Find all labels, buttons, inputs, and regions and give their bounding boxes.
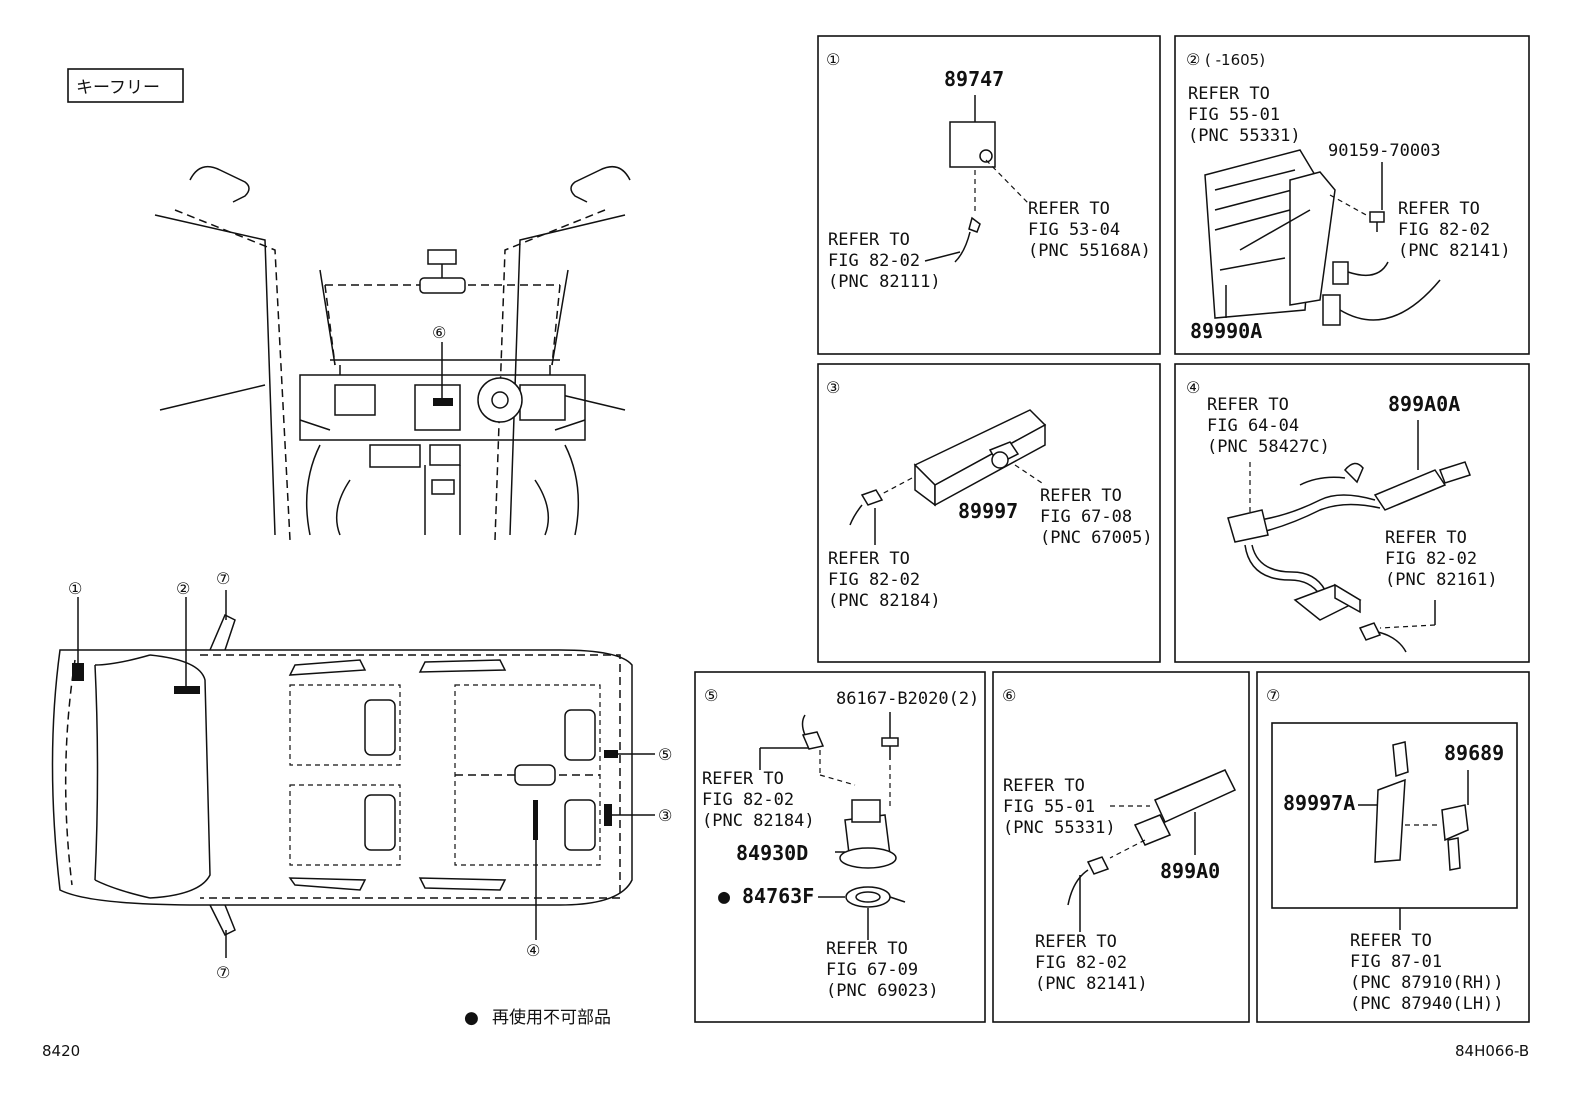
panel-7: ⑦ 89689 89997A REFER TO FIG 87-01 (PNC 8… <box>1256 671 1530 1023</box>
callout-4-car: ④ <box>526 941 540 960</box>
panel-2-part: 89990A <box>1190 319 1262 343</box>
legend-bullet: ● <box>464 1008 479 1028</box>
panel-7-part2: 89997A <box>1283 791 1355 815</box>
panel-3-part: 89997 <box>958 499 1018 523</box>
panel-5-bullet: ● <box>718 884 730 908</box>
svg-text:REFER TO: REFER TO <box>702 769 784 789</box>
svg-text:(PNC 87910(RH)): (PNC 87910(RH)) <box>1350 973 1504 993</box>
panel-2: ② ( -1605) REFER TO FIG 55-01 (PNC 55331… <box>1174 35 1530 355</box>
svg-text:②: ② <box>1186 50 1200 69</box>
svg-text:REFER TO: REFER TO <box>1398 199 1480 219</box>
panel-3: ③ 89997 REFER TO FIG 67-08 (PNC 67005) R… <box>817 363 1161 663</box>
svg-text:FIG 82-02: FIG 82-02 <box>1385 549 1477 569</box>
svg-text:FIG 53-04: FIG 53-04 <box>1028 220 1120 240</box>
svg-text:(PNC 87940(LH)): (PNC 87940(LH)) <box>1350 994 1504 1014</box>
svg-text:FIG 67-09: FIG 67-09 <box>826 960 918 980</box>
callout-7-car-top: ⑦ <box>216 569 230 588</box>
panel-4: ④ REFER TO FIG 64-04 (PNC 58427C) 899A0A… <box>1174 363 1530 663</box>
svg-text:REFER TO: REFER TO <box>1385 528 1467 548</box>
panel-5: ⑤ 86167-B2020(2) REFER TO FIG 82-02 (PNC… <box>694 671 986 1023</box>
svg-text:FIG 82-02: FIG 82-02 <box>1398 220 1490 240</box>
svg-text:FIG 82-02: FIG 82-02 <box>828 251 920 271</box>
svg-text:(PNC 82161): (PNC 82161) <box>1385 570 1498 590</box>
svg-text:FIG 64-04: FIG 64-04 <box>1207 416 1299 436</box>
svg-text:(PNC 82141): (PNC 82141) <box>1398 241 1511 261</box>
svg-text:FIG 82-02: FIG 82-02 <box>702 790 794 810</box>
header-tag: キーフリー <box>67 68 184 103</box>
svg-text:( -1605): ( -1605) <box>1205 51 1265 69</box>
callout-1-car: ① <box>68 579 82 598</box>
footer-left-code: 8420 <box>42 1042 80 1060</box>
svg-text:FIG 55-01: FIG 55-01 <box>1188 105 1280 125</box>
panel-1: ① 89747 REFER TO FIG 82-02 (PNC 82111) R… <box>817 35 1161 355</box>
header-tag-label: キーフリー <box>76 78 160 98</box>
svg-text:REFER TO: REFER TO <box>1003 776 1085 796</box>
callout-3-car: ③ <box>658 806 672 825</box>
car-top-view: ① ② ⑦ ⑦ ⑤ ③ ④ <box>51 569 672 982</box>
svg-text:REFER TO: REFER TO <box>826 939 908 959</box>
svg-text:REFER TO: REFER TO <box>828 230 910 250</box>
svg-text:(PNC 82141): (PNC 82141) <box>1035 974 1148 994</box>
svg-text:FIG 82-02: FIG 82-02 <box>1035 953 1127 973</box>
svg-text:(PNC 82184): (PNC 82184) <box>702 811 815 831</box>
panel-6: ⑥ REFER TO FIG 55-01 (PNC 55331) 899A0 R… <box>992 671 1250 1023</box>
panel-1-part: 89747 <box>944 67 1004 91</box>
panel-5-part: 84930D <box>736 841 808 865</box>
panel-7-part: 89689 <box>1444 741 1504 765</box>
footer-right-code: 84H066-B <box>1455 1042 1529 1060</box>
svg-text:86167-B2020(2): 86167-B2020(2) <box>836 689 979 709</box>
interior-view: ⑥ <box>154 165 631 541</box>
svg-text:REFER TO: REFER TO <box>828 549 910 569</box>
svg-text:③: ③ <box>826 378 840 397</box>
svg-text:REFER TO: REFER TO <box>1028 199 1110 219</box>
svg-text:④: ④ <box>1186 378 1200 397</box>
svg-text:REFER TO: REFER TO <box>1207 395 1289 415</box>
panel-4-part: 899A0A <box>1388 392 1460 416</box>
svg-text:REFER TO: REFER TO <box>1188 84 1270 104</box>
svg-text:FIG 87-01: FIG 87-01 <box>1350 952 1442 972</box>
legend-text: 再使用不可部品 <box>492 1007 611 1028</box>
svg-text:①: ① <box>826 50 840 69</box>
svg-text:90159-70003: 90159-70003 <box>1328 141 1441 161</box>
callout-7-car-bottom: ⑦ <box>216 963 230 982</box>
callout-6-interior: ⑥ <box>432 323 446 342</box>
svg-text:(PNC 55331): (PNC 55331) <box>1003 818 1116 838</box>
svg-text:REFER TO: REFER TO <box>1040 486 1122 506</box>
callout-2-car: ② <box>176 579 190 598</box>
panel-6-part: 899A0 <box>1160 859 1220 883</box>
svg-text:⑤: ⑤ <box>704 686 718 705</box>
svg-text:REFER TO: REFER TO <box>1035 932 1117 952</box>
svg-text:(PNC 58427C): (PNC 58427C) <box>1207 437 1330 457</box>
svg-text:⑦: ⑦ <box>1266 686 1280 705</box>
svg-text:(PNC 55331): (PNC 55331) <box>1188 126 1301 146</box>
svg-text:FIG 67-08: FIG 67-08 <box>1040 507 1132 527</box>
svg-text:(PNC 82111): (PNC 82111) <box>828 272 941 292</box>
svg-text:(PNC 82184): (PNC 82184) <box>828 591 941 611</box>
svg-text:REFER TO: REFER TO <box>1350 931 1432 951</box>
svg-text:⑥: ⑥ <box>1002 686 1016 705</box>
panel-5-part2: 84763F <box>742 884 814 908</box>
svg-text:(PNC 55168A): (PNC 55168A) <box>1028 241 1151 261</box>
svg-text:(PNC 67005): (PNC 67005) <box>1040 528 1153 548</box>
svg-text:FIG 55-01: FIG 55-01 <box>1003 797 1095 817</box>
svg-text:(PNC 69023): (PNC 69023) <box>826 981 939 1001</box>
svg-text:FIG 82-02: FIG 82-02 <box>828 570 920 590</box>
callout-5-car: ⑤ <box>658 745 672 764</box>
